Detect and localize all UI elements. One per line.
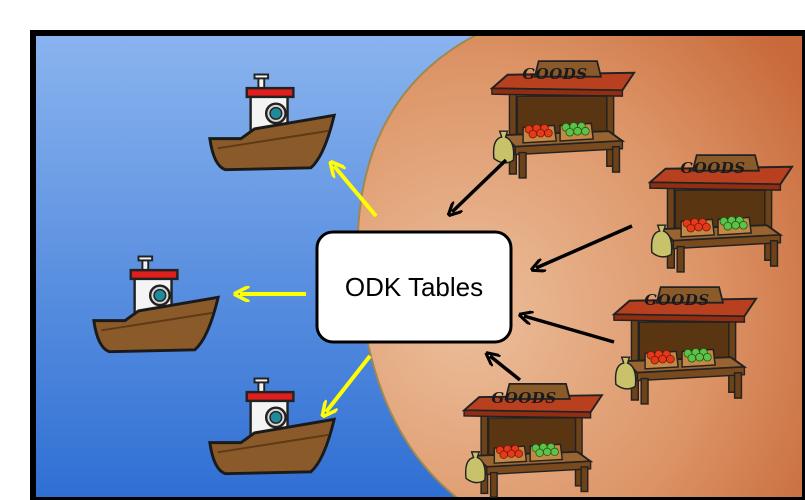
hub-label: ODK Tables — [345, 272, 483, 302]
frame-border — [30, 30, 805, 500]
stall-sign: GOODS — [680, 159, 745, 177]
stall-sign: GOODS — [491, 389, 556, 407]
stall-bottom: GOODS — [463, 382, 603, 499]
arrow-from-stall-top — [452, 158, 508, 212]
stall-right-lower: GOODS — [612, 286, 758, 405]
stall-top: GOODS — [490, 60, 636, 179]
hub-node: ODK Tables — [315, 230, 513, 344]
arrow-from-stall-bottom — [490, 356, 522, 382]
hub-box — [315, 230, 513, 344]
outgoing-arrows — [240, 166, 378, 412]
arrow-from-stall-right-lower — [524, 316, 615, 344]
stall-sign: GOODS — [522, 65, 587, 83]
stall-right-upper: GOODS — [648, 154, 794, 273]
arrow-to-boat-top — [334, 166, 378, 218]
arrow-to-boat-bottom — [326, 354, 372, 412]
incoming-arrows — [452, 158, 633, 382]
stall-sign: GOODS — [644, 291, 709, 309]
arrow-from-stall-right-upper — [536, 224, 633, 268]
